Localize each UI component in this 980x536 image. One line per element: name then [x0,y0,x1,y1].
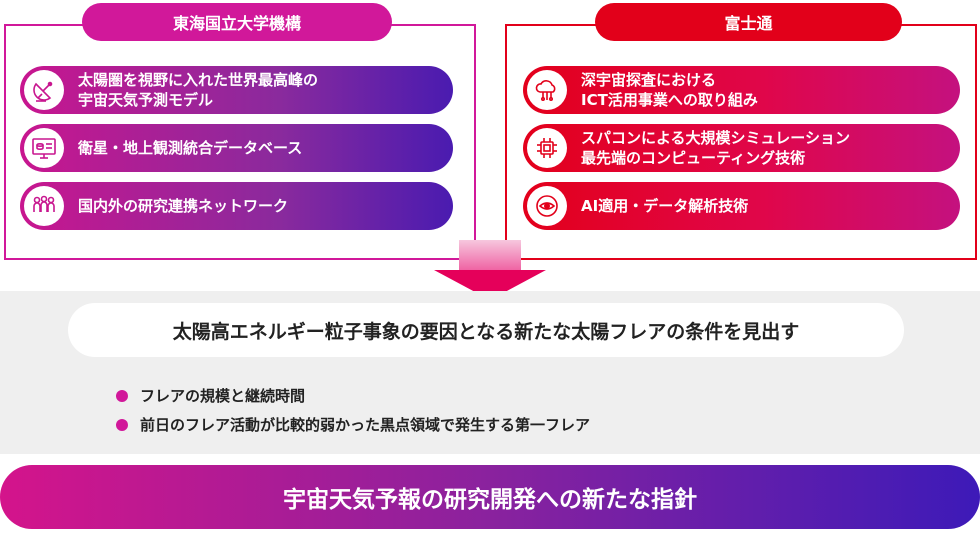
left-item-database-label: 衛星・地上観測統合データベース [78,139,303,157]
left-item-database: 衛星・地上観測統合データベース [20,124,453,172]
people-network-icon [24,186,64,226]
ai-eye-icon [527,186,567,226]
right-item-deep-space-line1: 深宇宙探査における [581,71,717,89]
result-bullet-1-text: フレアの規模と継続時間 [140,387,306,405]
bullet-dot-icon [116,418,128,431]
left-item-forecast-model-line1: 太陽圏を視野に入れた世界最高峰の [78,71,319,89]
result-bullet-2-text: 前日のフレア活動が比較的弱かった黒点領域で発生する第一フレア [140,416,591,434]
right-item-supercomputer: スパコンによる大規模シミュレーション 最先端のコンピューティング技術 [523,124,960,172]
monitor-database-icon [24,128,64,168]
conclusion-banner: 宇宙天気予報の研究開発への新たな指針 [0,465,980,529]
cloud-network-icon [527,70,567,110]
result-bullet-1: フレアの規模と継続時間 [116,385,305,406]
satellite-dish-icon [24,70,64,110]
left-item-forecast-model-line2: 宇宙天気予測モデル [78,91,214,109]
left-item-network: 国内外の研究連携ネットワーク [20,182,453,230]
left-item-network-label: 国内外の研究連携ネットワーク [78,197,289,215]
left-item-forecast-model: 太陽圏を視野に入れた世界最高峰の 宇宙天気予測モデル [20,66,453,114]
result-headline: 太陽高エネルギー粒子事象の要因となる新たな太陽フレアの条件を見出す [68,303,904,357]
right-item-ai-analysis: AI適用・データ解析技術 [523,182,960,230]
right-item-deep-space-line2: ICT活用事業への取り組み [581,91,758,109]
bullet-dot-icon [116,389,128,402]
result-bullet-2: 前日のフレア活動が比較的弱かった黒点領域で発生する第一フレア [116,414,590,435]
right-item-supercomputer-line2: 最先端のコンピューティング技術 [581,149,806,167]
down-arrow-shaft [459,240,521,272]
right-item-ai-label: AI適用・データ解析技術 [581,197,749,215]
left-panel-title: 東海国立大学機構 [82,3,392,41]
right-item-supercomputer-line1: スパコンによる大規模シミュレーション [581,129,850,147]
right-panel-title: 富士通 [595,3,902,41]
right-item-deep-space-ict: 深宇宙探査における ICT活用事業への取り組み [523,66,960,114]
cpu-chip-icon [527,128,567,168]
